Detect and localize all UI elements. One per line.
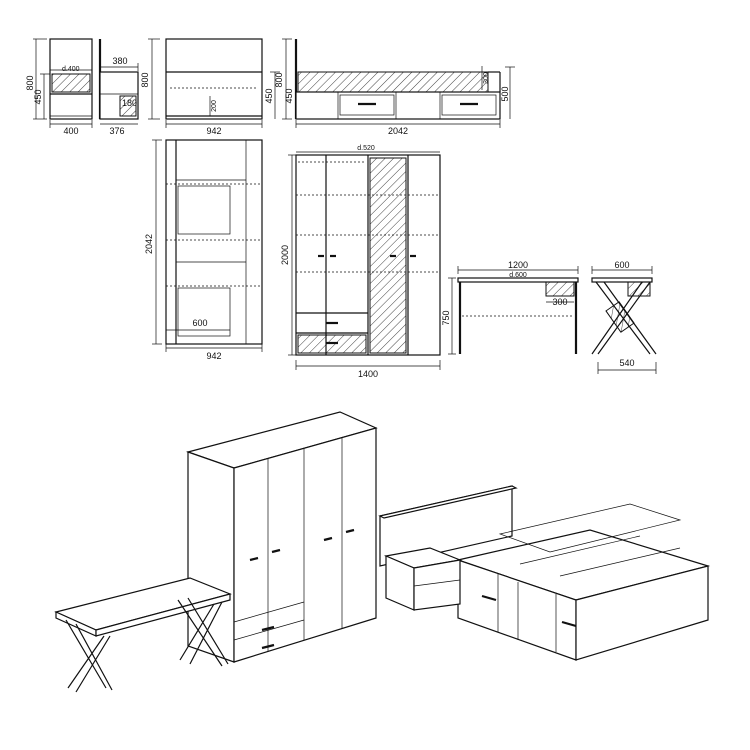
desk-side-bottom: 540	[619, 358, 634, 368]
nightstand-side-view	[98, 39, 139, 125]
wardrobe-front-view	[288, 151, 441, 370]
desk-height: 750	[441, 310, 451, 325]
bed-isometric	[378, 485, 711, 661]
bed-side-mid-height: 450	[284, 88, 294, 103]
bed-side-drawer: 500	[500, 86, 510, 101]
bed-top-length: 2042	[144, 234, 154, 254]
nightstand-isometric	[383, 547, 463, 611]
nightstand-side-top: 380	[112, 56, 127, 66]
desk-side-view	[591, 266, 657, 374]
nightstand-front-view	[33, 38, 93, 128]
bed-headboard-view	[148, 38, 280, 128]
wardrobe-depth: d.520	[357, 145, 375, 152]
wardrobe-height: 2000	[280, 245, 290, 265]
desk-isometric	[54, 577, 232, 693]
bed-side-length: 2042	[388, 126, 408, 136]
headboard-height: 800	[140, 72, 150, 87]
desk-width: 1200	[508, 260, 528, 270]
nightstand-depth: d.400	[62, 66, 80, 73]
desk-side-width: 600	[614, 260, 629, 270]
nightstand-width: 400	[63, 126, 78, 136]
desk-front-view	[448, 266, 579, 355]
wardrobe-isometric	[185, 411, 378, 663]
nightstand-height-total: 800	[25, 75, 35, 90]
bed-side-small: 300	[483, 72, 490, 84]
nightstand-side-bottom: 376	[109, 126, 124, 136]
bed-side-view	[282, 38, 515, 128]
bed-top-width: 942	[206, 351, 221, 361]
headboard-mid-height: 450	[264, 88, 274, 103]
nightstand-height-shelf: 450	[33, 89, 43, 104]
bed-top-view	[152, 139, 263, 352]
headboard-inner: 200	[211, 100, 218, 112]
desk-depth: d.600	[509, 272, 527, 279]
bed-top-inner: 600	[192, 318, 207, 328]
nightstand-drawer-height: 180	[122, 98, 137, 108]
headboard-width: 942	[206, 126, 221, 136]
wardrobe-width: 1400	[358, 369, 378, 379]
bed-side-height: 800	[274, 72, 284, 87]
desk-drawer: 300	[552, 297, 567, 307]
